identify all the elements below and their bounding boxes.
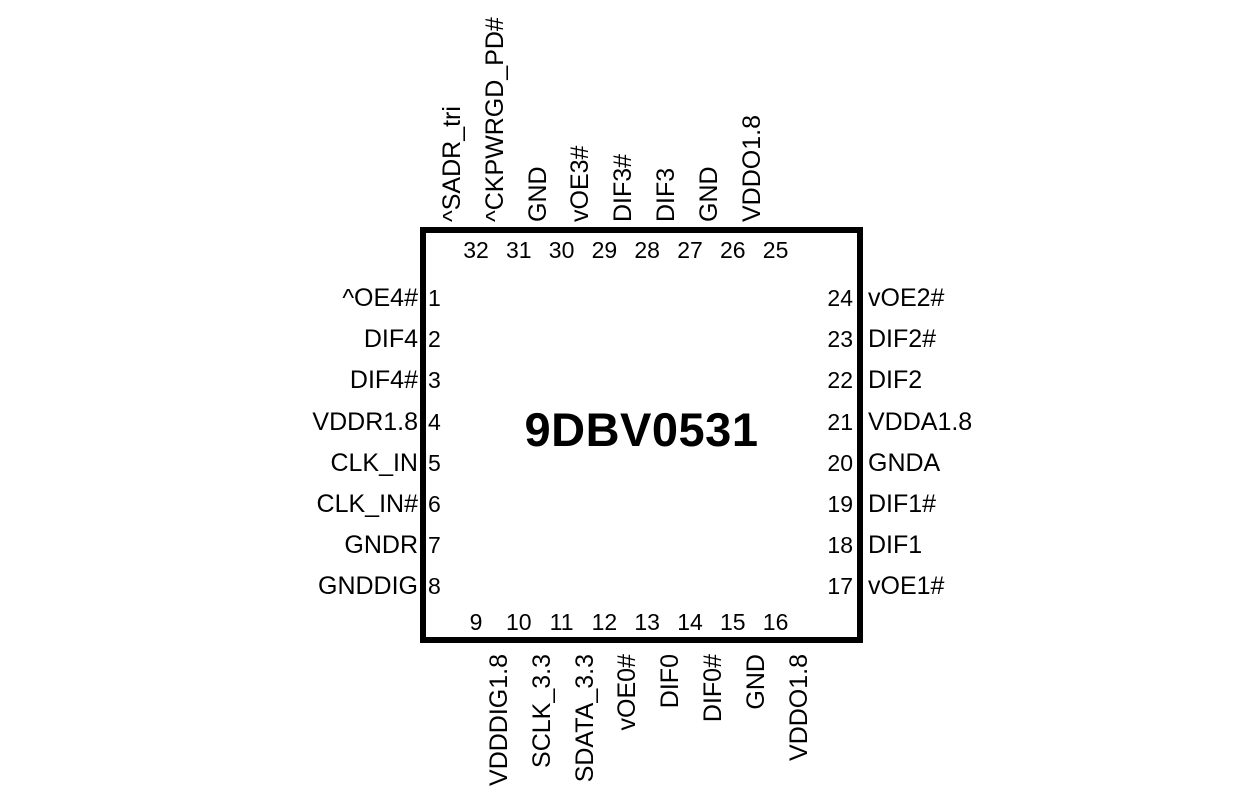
pin-label-32: ^SADR_tri — [438, 106, 466, 222]
pin-number-28: 28 — [634, 237, 660, 263]
pin-label-13: DIF0 — [656, 654, 685, 709]
pin-number-6: 6 — [428, 491, 441, 517]
chip-package-outline — [420, 227, 863, 643]
pin-label-15: GND — [741, 654, 770, 710]
pin-label-10: SCLK_3.3 — [527, 654, 556, 768]
pin-label-16: VDDO1.8 — [784, 654, 813, 761]
pin-number-12: 12 — [591, 609, 618, 635]
pin-label-17: vOE1# — [868, 572, 945, 601]
pin-number-4: 4 — [428, 408, 441, 435]
pin-number-16: 16 — [762, 609, 789, 635]
pin-label-12: vOE0# — [613, 654, 642, 731]
pin-number-8: 8 — [428, 573, 441, 600]
pin-number-20: 20 — [827, 449, 853, 476]
pin-label-19: DIF1# — [868, 490, 937, 518]
pin-label-14: DIF0# — [699, 654, 727, 723]
pin-label-29: vOE3# — [566, 145, 595, 222]
pin-number-15: 15 — [720, 609, 746, 635]
pin-label-1: ^OE4# — [342, 284, 418, 312]
pin-label-3: DIF4# — [349, 366, 418, 395]
pin-number-9: 9 — [469, 609, 483, 635]
pin-number-24: 24 — [827, 285, 853, 311]
pin-number-1: 1 — [428, 285, 441, 311]
pin-label-7: GNDR — [344, 531, 418, 560]
pin-label-21: VDDA1.8 — [868, 407, 973, 436]
pin-number-2: 2 — [428, 326, 441, 353]
pin-number-27: 27 — [677, 237, 703, 263]
pin-label-2: DIF4 — [363, 325, 418, 354]
pin-number-29: 29 — [591, 237, 618, 263]
pin-label-9: VDDDIG1.8 — [485, 654, 513, 786]
pin-number-21: 21 — [827, 408, 853, 435]
pin-label-26: GND — [694, 166, 723, 222]
pin-number-19: 19 — [827, 491, 853, 517]
pin-number-23: 23 — [827, 326, 853, 353]
pin-number-18: 18 — [827, 532, 853, 559]
pin-label-18: DIF1 — [868, 531, 923, 560]
pin-number-5: 5 — [428, 449, 441, 476]
pin-label-30: GND — [523, 166, 552, 222]
pin-number-22: 22 — [827, 367, 853, 394]
pin-number-30: 30 — [548, 237, 575, 263]
pin-number-7: 7 — [428, 532, 441, 559]
pin-label-6: CLK_IN# — [316, 490, 418, 518]
pin-label-24: vOE2# — [868, 284, 945, 312]
chip-part-number: 9DBV0531 — [524, 403, 759, 456]
pin-number-25: 25 — [762, 237, 789, 263]
pin-number-17: 17 — [827, 573, 853, 600]
pin-label-20: GNDA — [868, 448, 941, 477]
pin-label-28: DIF3# — [609, 153, 638, 222]
pin-label-5: CLK_IN — [330, 448, 418, 477]
pin-label-27: DIF3 — [652, 167, 680, 222]
pin-number-10: 10 — [506, 609, 532, 635]
pin-label-23: DIF2# — [868, 325, 937, 354]
pin-number-26: 26 — [720, 237, 746, 263]
pin-number-3: 3 — [428, 367, 441, 394]
pin-label-11: SDATA_3.3 — [570, 654, 599, 783]
pin-number-32: 32 — [463, 237, 489, 263]
pin-label-4: VDDR1.8 — [312, 407, 418, 436]
pin-number-11: 11 — [549, 609, 574, 635]
pin-number-31: 31 — [506, 237, 532, 263]
pin-label-31: ^CKPWRGD_PD# — [480, 17, 509, 222]
pin-label-8: GNDDIG — [318, 572, 418, 601]
pin-label-25: VDDO1.8 — [737, 115, 766, 222]
pin-number-14: 14 — [677, 609, 703, 635]
pin-number-13: 13 — [634, 609, 660, 635]
pin-label-22: DIF2 — [868, 366, 923, 395]
